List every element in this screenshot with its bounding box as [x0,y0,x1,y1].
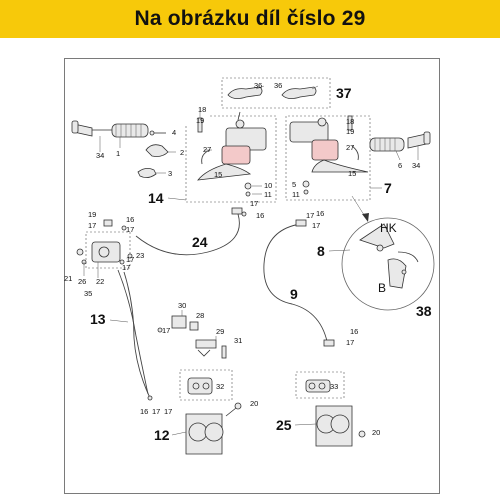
label-b: B [378,281,386,295]
label-10: 10 [264,181,272,190]
label-20-left: 20 [250,399,258,408]
label-36b: 36 [274,81,282,90]
part-29-bracket-cluster [171,310,227,359]
left-grip-assembly [71,120,149,152]
diagram-frame [64,58,440,494]
detail-circle-38 [341,217,435,311]
right-grip-assembly [369,131,431,161]
label-30: 30 [178,301,186,310]
label-16-mid: 16 [126,215,134,224]
label-16-cable9-bottom: 16 [350,327,358,336]
label-12: 12 [154,427,170,443]
label-2: 2 [180,148,184,157]
bar-end-weights-group [221,77,331,109]
label-21: 21 [64,274,72,283]
label-16-bottom-left: 16 [140,407,148,416]
label-hk: HK [380,221,397,235]
label-17-mid-c: 17 [126,255,134,264]
label-5: 5 [292,180,296,189]
label-6: 6 [398,161,402,170]
label-3: 3 [168,169,172,178]
label-15-right: 15 [348,169,356,178]
label-16-top-left: 16 [256,211,264,220]
label-34-left: 34 [96,151,104,160]
label-4: 4 [172,128,176,137]
label-17-cable9-top: 17 [306,211,314,220]
label-15-left: 15 [214,170,222,179]
brake-hose-24 [135,207,247,256]
label-13: 13 [90,311,106,327]
label-34-right: 34 [412,161,420,170]
label-19-mid: 19 [88,210,96,219]
label-18-left: 18 [198,105,206,114]
label-7: 7 [384,180,392,196]
label-38: 38 [416,303,432,319]
label-11-left: 11 [264,190,272,199]
label-27-left: 27 [203,145,211,154]
label-14: 14 [148,190,164,206]
label-35: 35 [84,289,92,298]
label-37: 37 [336,85,352,101]
brake-distributor-cluster [76,219,133,278]
label-23: 23 [136,251,144,260]
label-17-mid-b: 17 [126,225,134,234]
label-17-bottom-left-a: 17 [152,407,160,416]
label-9: 9 [290,286,298,302]
left-master-cylinder-group [185,108,277,203]
label-24: 24 [192,234,208,250]
label-26: 26 [78,277,86,286]
label-28: 28 [196,311,204,320]
page-title: Na obrázku díl číslo 29 [134,7,366,30]
small-parts-left [137,130,176,178]
label-17-cable13: 17 [162,326,170,335]
label-8: 8 [317,243,325,259]
label-27-right: 27 [346,143,354,152]
label-17-mid-a: 17 [88,221,96,230]
label-32: 32 [216,382,224,391]
left-brake-caliper-group [179,369,242,455]
label-22: 22 [96,277,104,286]
label-11-right: 11 [292,190,300,199]
label-20-right: 20 [372,428,380,437]
label-17-cable9-bottom: 17 [346,338,354,347]
label-19-left: 19 [196,116,204,125]
label-18-right: 18 [346,117,354,126]
label-17-top-left: 17 [250,199,258,208]
right-brake-caliper-group [295,371,366,447]
brake-hose-9 [263,219,335,347]
label-31: 31 [234,336,242,345]
label-1: 1 [116,149,120,158]
label-16-cable9-top: 16 [316,209,324,218]
label-29: 29 [216,327,224,336]
label-19-right: 19 [346,127,354,136]
label-25: 25 [276,417,292,433]
title-banner: Na obrázku díl číslo 29 [0,0,500,38]
label-17-bottom-left-b: 17 [164,407,172,416]
label-17-cable9-top2: 17 [312,221,320,230]
right-master-cylinder-group [285,115,371,201]
label-33: 33 [330,382,338,391]
label-36a: 36 [254,81,262,90]
brake-hose-13 [117,269,163,401]
label-17-mid-d: 17 [122,263,130,272]
